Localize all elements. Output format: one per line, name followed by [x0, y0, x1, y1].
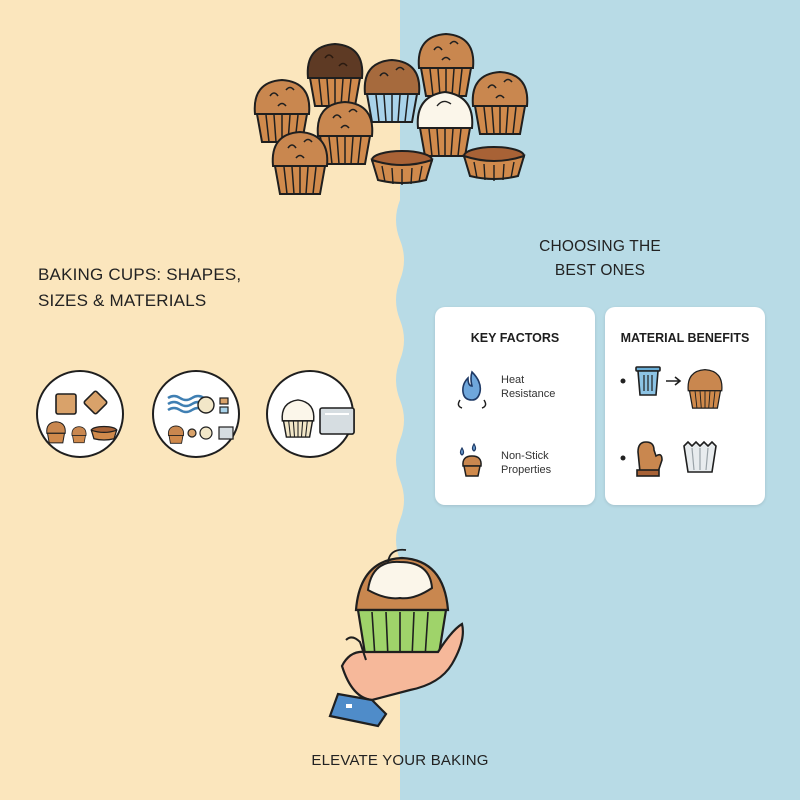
left-title-line1: BAKING CUPS: SHAPES, [38, 265, 242, 284]
nonstick-label-line1: Non-Stick [501, 450, 549, 462]
nonstick-label-line2: Properties [501, 464, 552, 476]
left-title: BAKING CUPS: SHAPES, SIZES & MATERIALS [38, 262, 298, 314]
right-title: CHOOSING THE BEST ONES [500, 235, 700, 283]
footer-text: ELEVATE YOUR BAKING [311, 752, 489, 769]
material-benefits-title: MATERIAL BENEFITS [620, 331, 750, 345]
material-benefits-card: MATERIAL BENEFITS [605, 307, 765, 505]
key-factors-title: KEY FACTORS [470, 331, 560, 345]
key-factors-card: KEY FACTORS Heat Resistance Non-Stick Pr… [435, 307, 595, 505]
heat-label-line2: Resistance [501, 388, 556, 400]
non-stick-label: Non-Stick Properties [501, 449, 551, 477]
hand-with-cupcake [328, 548, 464, 728]
right-title-line2: BEST ONES [554, 262, 646, 279]
right-panel-background [396, 0, 800, 800]
sizes-circle [152, 370, 240, 458]
heat-resistance-label: Heat Resistance [501, 373, 555, 401]
materials-circle [266, 370, 354, 458]
heat-label-line1: Heat [501, 374, 525, 386]
left-title-line2: SIZES & MATERIALS [38, 291, 207, 310]
shapes-circle [36, 370, 124, 458]
right-title-line1: CHOOSING THE [539, 238, 661, 255]
